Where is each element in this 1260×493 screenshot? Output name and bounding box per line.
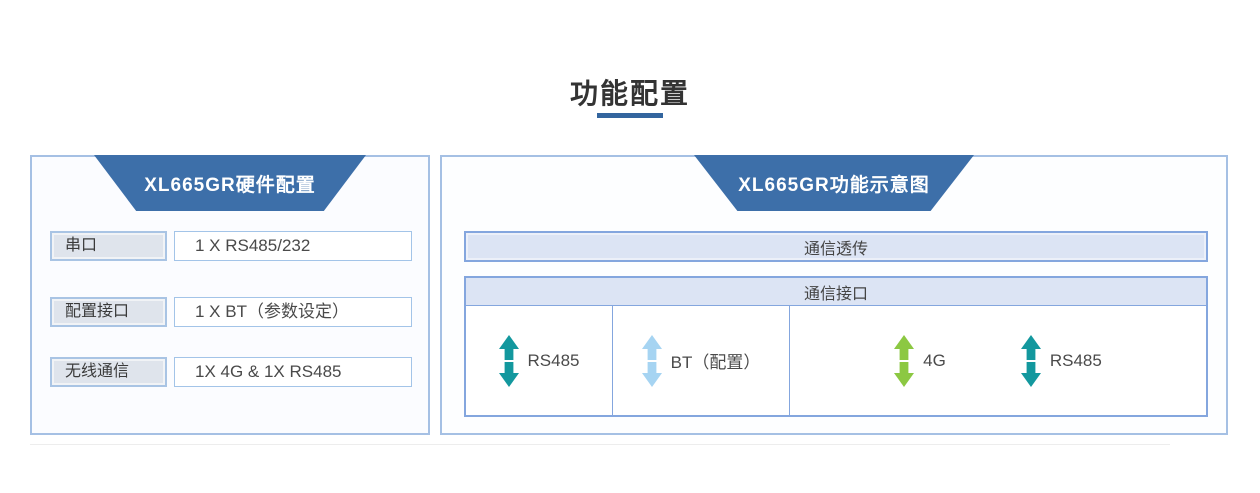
diagram-panel-header: XL665GR功能示意图 bbox=[694, 155, 974, 211]
arrow-label: BT（配置） bbox=[670, 353, 761, 372]
interface-table-body: RS485 BT（配置） bbox=[466, 306, 1206, 415]
hardware-config-panel: XL665GR硬件配置 串口 1 X RS485/232 配置接口 1 X BT… bbox=[30, 155, 430, 435]
title-underline bbox=[597, 113, 663, 118]
arrow-label: 4G bbox=[923, 350, 946, 370]
bottom-divider bbox=[30, 444, 1170, 445]
spec-value: 1 X RS485/232 bbox=[174, 231, 412, 261]
interface-cell-4g-rs485: 4G RS485 bbox=[790, 306, 1206, 415]
hardware-panel-header: XL665GR硬件配置 bbox=[94, 155, 366, 211]
arrow-label: RS485 bbox=[527, 350, 580, 370]
arrow-group-4g: 4G bbox=[894, 334, 946, 387]
spec-label: 无线通信 bbox=[50, 357, 167, 387]
spec-label: 串口 bbox=[50, 231, 167, 261]
spec-value: 1X 4G & 1X RS485 bbox=[174, 357, 412, 387]
interface-cell-bt: BT（配置） bbox=[613, 306, 790, 415]
green-double-arrow-icon bbox=[894, 334, 915, 387]
page-title: 功能配置 bbox=[569, 78, 690, 109]
spec-label: 配置接口 bbox=[50, 297, 167, 327]
passthrough-bar: 通信透传 bbox=[464, 231, 1208, 262]
arrow-label: RS485 bbox=[1049, 350, 1102, 370]
teal-double-arrow-icon bbox=[1020, 334, 1041, 387]
teal-double-arrow-icon bbox=[498, 334, 519, 387]
spec-value: 1 X BT（参数设定） bbox=[174, 297, 412, 327]
interface-cell-rs485: RS485 bbox=[466, 306, 613, 415]
light-blue-double-arrow-icon bbox=[641, 334, 662, 387]
arrow-group-rs485: RS485 bbox=[1020, 334, 1102, 387]
function-diagram-panel: XL665GR功能示意图 通信透传 通信接口 RS485 bbox=[440, 155, 1228, 435]
interface-table-header: 通信接口 bbox=[466, 278, 1206, 306]
interface-table: 通信接口 RS485 bbox=[464, 276, 1208, 417]
